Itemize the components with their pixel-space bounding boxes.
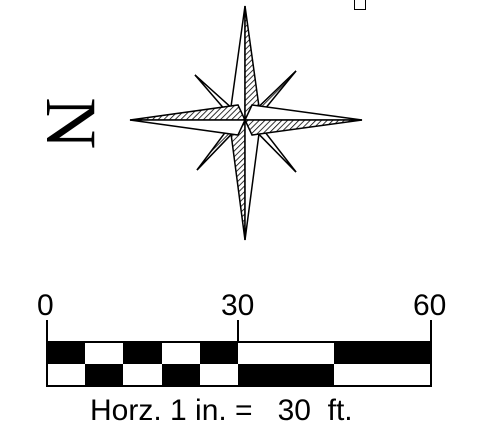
point-left-bottom (129, 119, 247, 136)
point-bottom-left (229, 118, 246, 241)
scale-seg-bot-3 (123, 364, 162, 386)
scale-tick-label-0: 0 (37, 289, 54, 322)
scale-seg-bot-6 (238, 364, 334, 386)
scale-seg-top-3 (123, 342, 162, 364)
compass-star (129, 5, 363, 241)
point-top-right (244, 5, 261, 122)
point-right-bottom (243, 119, 363, 136)
scale-seg-top-7 (334, 342, 431, 364)
scale-seg-top-6 (238, 342, 334, 364)
scale-caption: Horz. 1 in. = 30 ft. (90, 394, 353, 427)
scale-seg-top-5 (200, 342, 238, 364)
scale-tick-label-30: 30 (221, 289, 255, 322)
point-right-top (243, 104, 363, 121)
point-bottom-right (244, 118, 261, 241)
point-left-top (129, 104, 247, 121)
scale-seg-bot-5 (200, 364, 238, 386)
scale-seg-bot-4 (162, 364, 200, 386)
corner-mark (354, 0, 366, 10)
compass-rose (129, 5, 363, 241)
scale-seg-bot-1 (47, 364, 85, 386)
scale-seg-top-4 (162, 342, 200, 364)
scale-seg-top-1 (47, 342, 85, 364)
scale-seg-bot-7 (334, 364, 431, 386)
scale-seg-bot-2 (85, 364, 123, 386)
point-top-left (229, 5, 246, 122)
scale-bar (46, 320, 432, 387)
scale-seg-top-2 (85, 342, 123, 364)
scale-bar-outline (46, 341, 432, 387)
scale-tick-label-60: 60 (413, 289, 447, 322)
north-indicator-letter: N (30, 97, 111, 150)
